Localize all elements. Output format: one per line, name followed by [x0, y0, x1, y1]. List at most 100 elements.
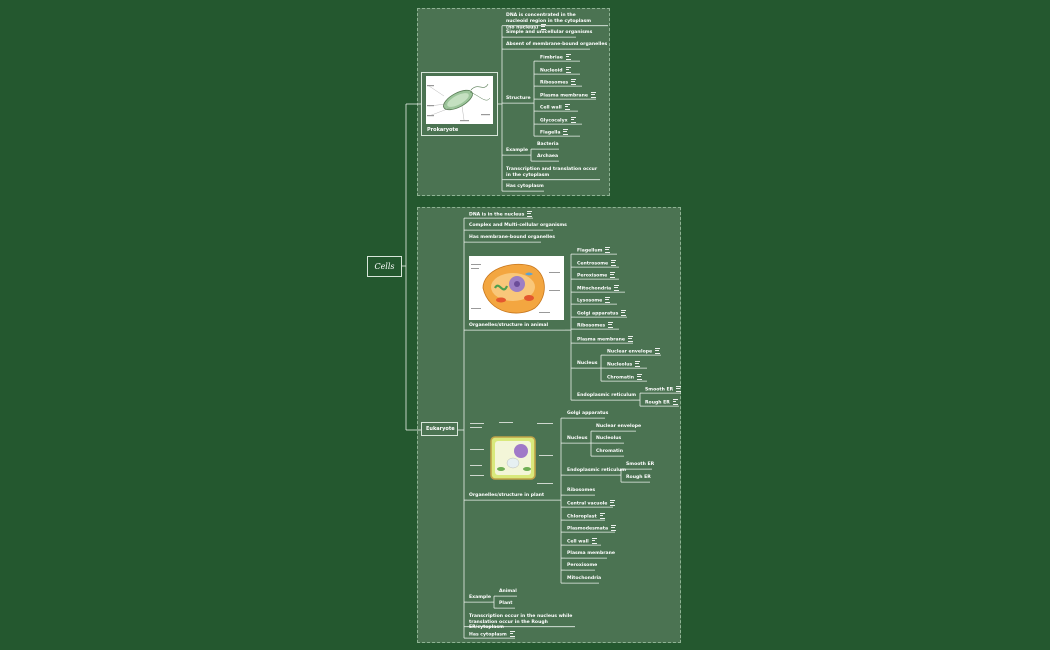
prok-dna-item[interactable]: DNA is concentrated in the nucleoid regi… [506, 13, 598, 31]
euk-membrane-item[interactable]: Has membrane-bound organelles [469, 235, 555, 241]
root-topic-cells[interactable]: Cells [367, 256, 402, 277]
plant-smooth-er-text: Smooth ER [626, 462, 655, 467]
animal-golgi[interactable]: Golgi apparatus [577, 310, 627, 317]
prok-ribosomes[interactable]: Ribosomes [540, 79, 577, 86]
plant-golgi-text: Golgi apparatus [567, 411, 609, 416]
note-icon[interactable] [591, 92, 596, 98]
animal-nuclear-envelope-text: Nuclear envelope [607, 349, 653, 355]
prok-transcription-item[interactable]: Transcription and translation occur in t… [506, 167, 598, 178]
animal-mitochondria[interactable]: Mitochondria [577, 285, 620, 292]
note-icon[interactable] [637, 374, 642, 380]
prok-fimbriae[interactable]: Fimbriae [540, 54, 571, 61]
note-icon[interactable] [509, 631, 515, 637]
prok-absent-item[interactable]: Absent of membrane-bound organelles [506, 42, 607, 48]
animal-nucleolus[interactable]: Nucleolus [607, 361, 641, 368]
prok-example-node[interactable]: Example [506, 148, 528, 154]
note-icon[interactable] [608, 322, 614, 328]
animal-ribosomes[interactable]: Ribosomes [577, 322, 614, 329]
note-icon[interactable] [591, 538, 597, 544]
note-icon[interactable] [635, 361, 641, 367]
prok-bacteria[interactable]: Bacteria [537, 142, 559, 148]
prok-flagella[interactable]: Flagella [540, 129, 569, 136]
animal-smooth-er[interactable]: Smooth ER [645, 386, 682, 393]
animal-peroxisome-text: Peroxisome [577, 273, 608, 279]
plant-chloroplast[interactable]: Chloroplast [567, 513, 605, 520]
animal-nuclear-envelope[interactable]: Nuclear envelope [607, 348, 661, 355]
note-icon[interactable] [610, 500, 616, 506]
note-icon[interactable] [672, 399, 678, 405]
note-icon[interactable] [541, 24, 547, 31]
note-icon[interactable] [611, 260, 617, 266]
euk-example-node-text: Example [469, 595, 491, 600]
note-icon[interactable] [599, 513, 605, 519]
prok-cytoplasm-item[interactable]: Has cytoplasm [506, 184, 544, 190]
euk-dna-item[interactable]: DNA is in the nucleus [469, 211, 533, 218]
note-icon[interactable] [565, 67, 571, 73]
animal-centrosome[interactable]: Centrosome [577, 260, 617, 267]
prok-transcription-item-text: Transcription and translation occur in t… [506, 167, 598, 178]
euk-cytoplasm-item[interactable]: Has cytoplasm [469, 631, 515, 638]
bacterium-illustration [426, 76, 493, 124]
note-icon[interactable] [676, 386, 682, 392]
note-icon[interactable] [605, 297, 611, 303]
animal-flagellum[interactable]: Flagellum [577, 247, 611, 254]
animal-rough-er[interactable]: Rough ER [645, 399, 678, 406]
note-icon[interactable] [564, 104, 570, 110]
note-icon[interactable] [571, 79, 577, 85]
euk-plant-example[interactable]: Plant [499, 601, 513, 607]
note-icon[interactable] [570, 117, 576, 123]
note-icon[interactable] [614, 285, 620, 291]
prok-structure-node[interactable]: Structure [506, 96, 531, 102]
euk-transcription-item[interactable]: Transcription occur in the nucleus while… [469, 614, 573, 631]
plant-central-vacuole[interactable]: Central vacuole [567, 500, 616, 507]
note-icon[interactable] [621, 310, 627, 316]
note-icon[interactable] [611, 525, 617, 531]
plant-nucleus-node[interactable]: Nucleus [567, 436, 588, 442]
plant-nuclear-envelope[interactable]: Nuclear envelope [596, 424, 641, 430]
euk-animal-example[interactable]: Animal [499, 589, 517, 595]
animal-ribosomes-text: Ribosomes [577, 323, 606, 329]
prokaryote-topic[interactable]: Prokaryote [421, 72, 498, 136]
plant-central-vacuole-text: Central vacuole [567, 501, 608, 507]
plant-peroxisome[interactable]: Peroxisome [567, 563, 597, 569]
plant-golgi[interactable]: Golgi apparatus [567, 411, 608, 417]
note-icon[interactable] [610, 272, 616, 278]
animal-peroxisome[interactable]: Peroxisome [577, 272, 616, 279]
animal-plasma-membrane[interactable]: Plasma membrane [577, 336, 633, 343]
euk-animal-node[interactable]: Organelles/structure in animal [469, 323, 548, 329]
plant-plasmodesmata[interactable]: Plasmodesmata [567, 525, 617, 532]
plant-cell-wall[interactable]: Cell wall [567, 538, 597, 545]
prok-glycocalyx[interactable]: Glycocalyx [540, 117, 576, 124]
euk-animal-example-text: Animal [499, 589, 517, 594]
animal-chromatin[interactable]: Chromatin [607, 374, 642, 381]
plant-nucleus-node-text: Nucleus [567, 436, 588, 441]
plant-plasma-membrane[interactable]: Plasma membrane [567, 551, 615, 557]
prok-simple-item[interactable]: Simple and unicellular organisms [506, 30, 592, 36]
plant-rough-er[interactable]: Rough ER [626, 475, 651, 481]
animal-lysosome[interactable]: Lysosome [577, 297, 611, 304]
prok-plasma-membrane[interactable]: Plasma membrane [540, 92, 596, 99]
note-icon[interactable] [565, 54, 571, 60]
plant-smooth-er[interactable]: Smooth ER [626, 462, 654, 468]
plant-chromatin[interactable]: Chromatin [596, 449, 623, 455]
plant-mitochondria[interactable]: Mitochondria [567, 576, 601, 582]
note-icon[interactable] [655, 348, 661, 354]
animal-er-node[interactable]: Endoplasmic reticulum [577, 393, 636, 399]
euk-example-node[interactable]: Example [469, 595, 491, 601]
euk-cytoplasm-item-text: Has cytoplasm [469, 632, 507, 638]
prok-cell-wall[interactable]: Cell wall [540, 104, 570, 111]
plant-er-node[interactable]: Endoplasmic reticulum [567, 468, 626, 474]
plant-ribosomes[interactable]: Ribosomes [567, 488, 595, 494]
note-icon[interactable] [628, 336, 633, 342]
prok-absent-item-text: Absent of membrane-bound organelles [506, 42, 608, 47]
prok-archaea[interactable]: Archaea [537, 154, 558, 160]
note-icon[interactable] [605, 247, 611, 253]
animal-nucleus-node[interactable]: Nucleus [577, 361, 598, 367]
note-icon[interactable] [527, 211, 533, 217]
prok-nucleoid[interactable]: Nucleoid [540, 67, 571, 74]
eukaryote-topic[interactable]: Eukaryote [421, 422, 458, 436]
euk-plant-node[interactable]: Organelles/structure in plant [469, 493, 544, 499]
note-icon[interactable] [563, 129, 569, 135]
plant-nucleolus[interactable]: Nucleolus [596, 436, 621, 442]
euk-complex-item[interactable]: Complex and Multi-cellular organisms [469, 223, 567, 229]
